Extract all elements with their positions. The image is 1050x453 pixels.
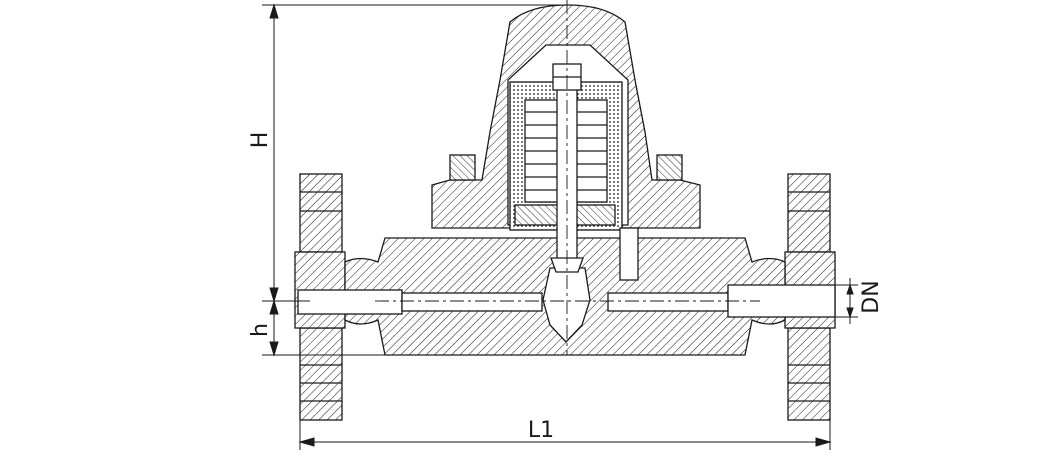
left-flange (294, 173, 346, 421)
stem-tip (550, 257, 584, 273)
label-dn: DN (859, 280, 884, 313)
dimension-dn (835, 278, 858, 324)
valve-chamber (542, 267, 591, 343)
label-h-lower: h (248, 323, 273, 337)
label-l1: L1 (528, 418, 554, 443)
right-nut (656, 154, 683, 181)
dimension-low-h (262, 299, 385, 357)
left-nut (449, 154, 476, 181)
label-h-upper: H (248, 132, 273, 149)
dimension-h (262, 3, 560, 303)
dimension-l1 (298, 420, 832, 450)
side-port (619, 227, 639, 281)
